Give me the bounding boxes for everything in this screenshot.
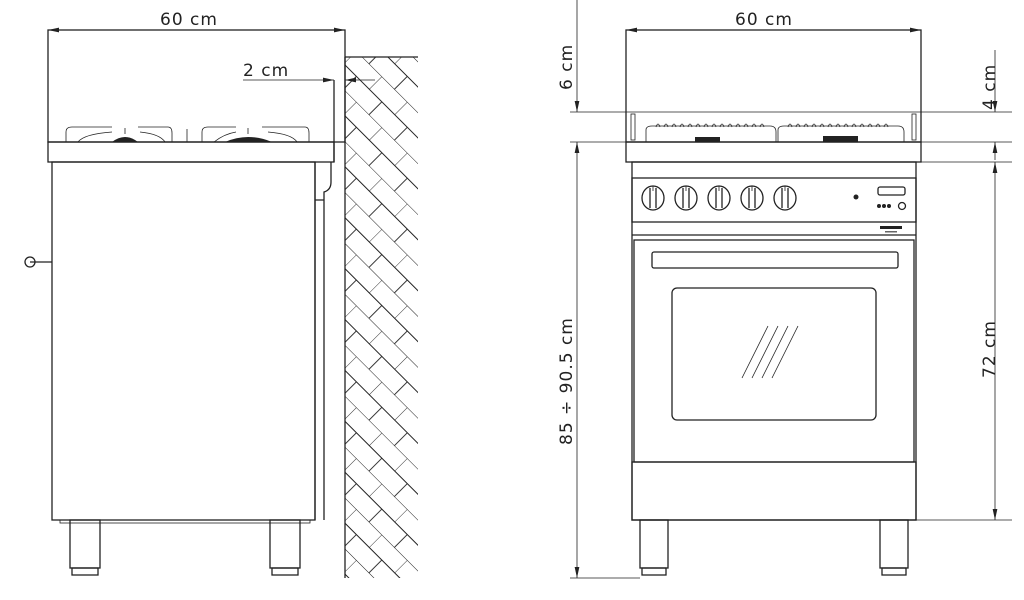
timer-button[interactable]: [877, 204, 881, 208]
total-height-label: 85 ÷ 90.5 cm: [557, 317, 577, 445]
side-knob-icon: [24, 256, 36, 268]
control-knob[interactable]: [641, 185, 665, 211]
side-leg-back: [269, 519, 301, 569]
control-knobs: [641, 185, 797, 211]
control-knob[interactable]: [773, 185, 797, 211]
body-height-label: 72 cm: [980, 320, 1000, 378]
side-body: [51, 161, 316, 521]
timer-button[interactable]: [882, 204, 886, 208]
side-width-label: 60 cm: [160, 10, 218, 30]
timer-button[interactable]: [887, 204, 891, 208]
control-knob[interactable]: [707, 185, 731, 211]
front-leg-right: [879, 519, 909, 569]
wall-gap-label: 2 cm: [243, 61, 289, 81]
worktop: [47, 141, 335, 163]
oven-window: [671, 287, 877, 421]
lid-outline: [47, 29, 346, 143]
side-view: 60 cm 2 cm: [24, 10, 418, 578]
front-worktop: [625, 141, 922, 163]
storage-drawer[interactable]: [631, 461, 917, 521]
control-knob[interactable]: [674, 185, 698, 211]
front-view: 60 cm 6 cm 85 ÷ 90.5 cm 4 cm 72 cm: [557, 0, 1012, 579]
front-leg-left: [639, 519, 669, 569]
backguard-label: 4 cm: [980, 64, 1000, 110]
side-burners: [65, 126, 310, 143]
front-burners: [630, 113, 917, 142]
brand-logo: [880, 226, 902, 229]
side-leg-front: [69, 519, 101, 569]
timer-knob[interactable]: [897, 201, 907, 211]
front-body: [631, 161, 917, 521]
wall-hatching: [344, 56, 418, 578]
control-panel: [631, 177, 917, 223]
oven-door[interactable]: [633, 239, 915, 463]
control-knob[interactable]: [740, 185, 764, 211]
timer-display[interactable]: [877, 186, 906, 196]
glass-reflection-icon: [741, 325, 799, 379]
front-width-label: 60 cm: [735, 10, 793, 30]
lid-height-label: 6 cm: [557, 44, 577, 90]
oven-door-handle[interactable]: [651, 251, 899, 269]
indicator-light-icon: [853, 194, 859, 200]
